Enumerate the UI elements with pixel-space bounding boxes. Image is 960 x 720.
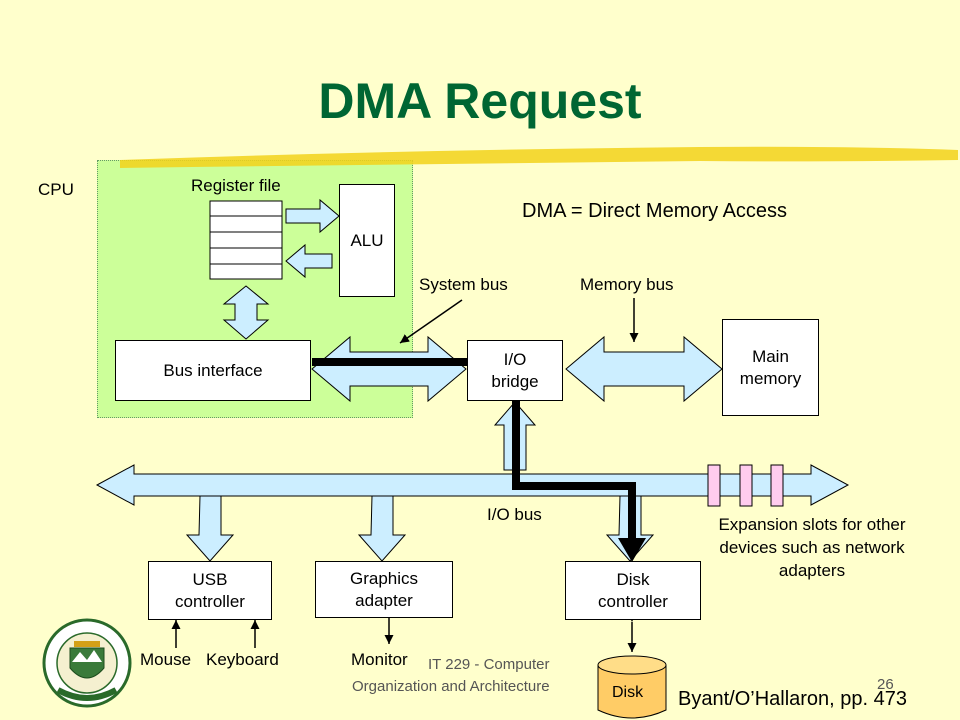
- citation: Byant/O’Hallaron, pp. 473: [678, 688, 908, 710]
- usb-controller-label: USB controller: [175, 570, 245, 611]
- graphics-adapter-box: Graphics adapter: [315, 561, 453, 618]
- alu-box: ALU: [339, 184, 395, 297]
- io-bus-label: I/O bus: [487, 505, 542, 524]
- title-highlight-stroke: [120, 146, 958, 168]
- system-bus-label: System bus: [419, 275, 508, 294]
- dma-definition: DMA = Direct Memory Access: [522, 200, 788, 222]
- disk-controller-box: Disk controller: [565, 561, 701, 620]
- page-number: 26: [877, 676, 894, 693]
- disk-controller-label: Disk controller: [598, 570, 668, 611]
- io-bridge-box: I/O bridge: [467, 340, 563, 401]
- expansion-slot-3: [770, 464, 784, 507]
- io-bridge-label: I/O bridge: [491, 350, 539, 391]
- memory-bus-arrow: [565, 335, 723, 403]
- disk-label: Disk: [612, 684, 644, 701]
- keyboard-label: Keyboard: [206, 650, 279, 669]
- dma-path-line: [312, 358, 636, 540]
- reg-bus-interface-arrow: [222, 285, 270, 340]
- cpu-label: CPU: [38, 180, 74, 199]
- footer-course-line-2: Organization and Architecture: [352, 677, 550, 695]
- usb-drop-arrow: [185, 495, 235, 562]
- dma-path-arrowhead: [618, 538, 646, 562]
- main-memory-box: Main memory: [722, 319, 819, 416]
- expansion-slot-2: [739, 464, 753, 507]
- system-bus-pointer: [399, 299, 463, 344]
- footer-course-line-1: IT 229 - Computer: [428, 656, 550, 673]
- disk-cylinder: [597, 655, 667, 719]
- system-bus-arrow: [311, 335, 467, 403]
- graphics-drop-arrow: [357, 495, 407, 562]
- mouse-label: Mouse: [140, 650, 192, 669]
- memory-bus-label: Memory bus: [580, 275, 674, 294]
- slide-title: DMA Request: [318, 73, 642, 129]
- usb-controller-box: USB controller: [148, 561, 272, 620]
- main-memory-label: Main memory: [739, 347, 802, 388]
- footer-course: IT 229 - Computer Organization and Archi…: [352, 654, 602, 698]
- bus-interface-box: Bus interface: [115, 340, 311, 401]
- alu-to-reg-arrow: [285, 243, 333, 279]
- university-crest-logo: [42, 618, 132, 708]
- expansion-slot-1: [707, 464, 721, 507]
- bus-interface-label: Bus interface: [163, 360, 263, 380]
- monitor-label: Monitor: [351, 650, 408, 669]
- graphics-adapter-label: Graphics adapter: [349, 569, 419, 610]
- io-bus-arrow: [95, 464, 850, 506]
- reg-to-alu-arrow: [285, 198, 340, 234]
- alu-label: ALU: [350, 230, 384, 250]
- expansion-slots-label: Expansion slots for other devices such a…: [718, 515, 906, 580]
- register-file-grid: [209, 200, 283, 280]
- register-file-label: Register file: [191, 176, 281, 195]
